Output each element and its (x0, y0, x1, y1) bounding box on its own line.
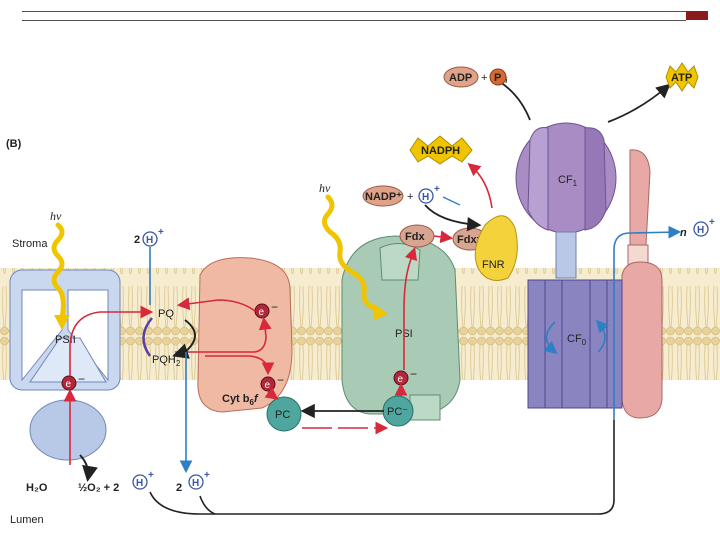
stroma-label: Stroma (12, 238, 48, 250)
nadph-badge (409, 135, 473, 165)
e-arrow-cyt-upper-to-pq (176, 297, 256, 312)
e-arrow-fdx-to-fdxminus (433, 230, 454, 244)
nadp-label: NADP⁺ (365, 191, 402, 203)
svg-text:H: H (146, 235, 153, 246)
n-h-label: n (680, 227, 687, 239)
e-arrow-psi-to-fdx (403, 246, 418, 370)
svg-text:−: − (277, 373, 284, 387)
cf1-to-atp-arrow (607, 83, 671, 123)
pq-pqh2-cycle-arrow (172, 319, 196, 359)
svg-text:−: − (271, 300, 278, 314)
svg-text:H: H (697, 225, 704, 236)
pq-to-pqh2-blue-arc (142, 317, 153, 357)
light-label-psii: hν (50, 209, 62, 223)
cytb6f-label: Cyt b6f (222, 393, 259, 407)
nadp-plus: + (407, 191, 413, 203)
svg-text:e: e (259, 307, 265, 318)
peripheral-stalk (629, 149, 651, 246)
e-arrow-cyt-to-pc (264, 387, 279, 400)
pc-label: PC (275, 409, 290, 421)
fnr-enzyme (474, 215, 518, 281)
lumen-proton-join (199, 495, 216, 515)
pc-minus-label: PC⁻ (387, 406, 408, 418)
svg-text:e: e (66, 379, 72, 390)
h-arrow-nadp-to-fnr (442, 196, 461, 206)
atp-badge (665, 62, 699, 92)
two-h-stroma: 2 (134, 234, 140, 246)
svg-text:H: H (136, 478, 143, 489)
svg-text:H: H (192, 478, 199, 489)
e-arrow-pqh2-to-cyt (175, 316, 272, 353)
cf1-stalk (555, 231, 577, 279)
e-arrow-psii-to-pq (69, 305, 154, 376)
nadp-badge (362, 185, 404, 207)
cytb6f-complex (197, 257, 293, 413)
proton-nadp: H + (418, 184, 440, 204)
psi-complex (341, 235, 461, 421)
svg-text:+: + (709, 217, 715, 228)
pi-badge (489, 68, 507, 86)
half-o2-label: ½O₂ + 2 (78, 482, 119, 494)
e-arrow-fnr-to-nadph (467, 162, 493, 209)
h2o-label: H₂O (26, 482, 48, 494)
electron-psi: e − (393, 367, 417, 386)
fnr-label: FNR (482, 259, 505, 271)
lumen-proton-return-line (149, 420, 615, 515)
cf0-label: CF0 (567, 333, 587, 347)
nadp-to-fnr-arrow (424, 204, 482, 232)
adp-label: ADP (449, 72, 472, 84)
svg-text:+: + (434, 184, 440, 195)
svg-text:e: e (265, 380, 271, 391)
proton-lumen-cyt: H + (188, 470, 210, 490)
svg-text:−: − (78, 372, 85, 386)
proton-stroma-psii: H + (142, 227, 164, 247)
light-arrowhead-psii (54, 315, 70, 330)
svg-text:−: − (410, 367, 417, 381)
two-h-lumen: 2 (176, 482, 182, 494)
electron-psii: e − (61, 372, 85, 391)
proton-lumen-psii: H + (132, 470, 154, 490)
e-arrow-pqh2-to-cyt-lower (205, 355, 275, 376)
proton-atp-synthase-out: H + (693, 217, 715, 237)
svg-text:e: e (398, 374, 404, 385)
atp-label: ATP (671, 72, 692, 84)
cf0-rotation-arrow-right (595, 319, 610, 353)
slide-title-bar (22, 11, 686, 21)
light-arrowhead-psi (374, 304, 388, 320)
adp-plus: + (481, 72, 487, 84)
light-label-psi: hν (319, 181, 331, 195)
cf0-rotation-arrow-left (543, 321, 558, 355)
lumen-label: Lumen (10, 514, 44, 526)
fdx-minus-label: Fdx⁻ (457, 234, 483, 246)
svg-text:+: + (204, 470, 210, 481)
light-arrow-psi (322, 194, 381, 313)
pq-label: PQ (158, 308, 174, 320)
adp-badge (443, 66, 479, 88)
panel-label: (B) (6, 138, 22, 150)
cf1-head (515, 122, 617, 234)
svg-text:+: + (148, 470, 154, 481)
adp-to-cf1-arrow (499, 81, 531, 121)
svg-text:H: H (422, 192, 429, 203)
slide-title-bar-accent (686, 11, 708, 20)
cf1-label: CF1 (558, 174, 578, 188)
psii-label: PSII (55, 334, 76, 346)
fdx-label: Fdx (405, 231, 425, 243)
pqh2-label: PQH2 (152, 354, 181, 368)
h-arrow-lumen-to-cf0 (613, 225, 682, 420)
svg-text:+: + (158, 227, 164, 238)
h2o-split-arrow (79, 454, 98, 482)
nadph-label: NADPH (421, 145, 460, 157)
light-arrow-psii (51, 222, 66, 321)
cf0-b-subunit (621, 261, 663, 419)
